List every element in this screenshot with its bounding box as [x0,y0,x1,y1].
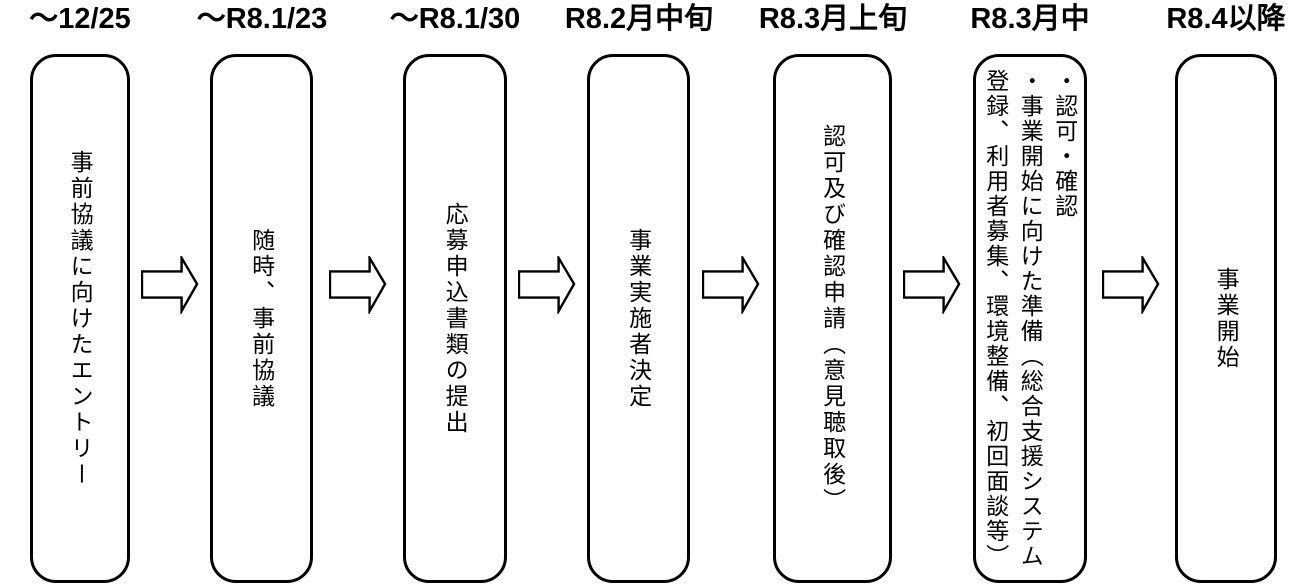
arrow-right-icon [903,256,961,314]
step-1-date-label: ～12/25 [29,3,131,35]
step-1-box-entry: 事前協議に向けたエントリー [30,54,130,583]
step-6-text: ・認可・確認 ・事業開始に向けた準備（総合支援システム登録、利用者募集、環境整備… [982,69,1078,569]
arrow-right-icon [329,256,387,314]
step-3-date-label: ～R8.1/30 [389,3,521,35]
step-5-box-approval-application: 認可及び確認申請（意見聴取後） [773,54,892,583]
step-2-box-preliminary-consultation: 随時、事前協議 [210,54,313,583]
step-4-box-operator-decision: 事業実施者決定 [587,54,690,583]
step-7-text: 事業開始 [1213,266,1240,371]
step-4-date-label: R8.2月中旬 [564,3,714,35]
step-4-text: 事業実施者決定 [625,227,652,410]
step-7-box-business-start: 事業開始 [1175,54,1277,583]
step-5-text: 認可及び確認申請（意見聴取後） [819,123,846,514]
step-3-box-application-documents: 応募申込書類の提出 [403,54,507,583]
step-7-date-label: R8.4以降 [1166,3,1286,35]
arrow-right-icon [1102,256,1160,314]
step-3-text: 応募申込書類の提出 [442,201,469,436]
step-5-date-label: R8.3月上旬 [758,3,908,35]
step-2-text: 随時、事前協議 [248,227,275,410]
step-6-date-label: R8.3月中 [970,3,1090,35]
arrow-right-icon [702,256,760,314]
step-6-box-preparation: ・認可・確認 ・事業開始に向けた準備（総合支援システム登録、利用者募集、環境整備… [973,54,1087,583]
arrow-right-icon [141,256,199,314]
arrow-right-icon [518,256,576,314]
step-2-date-label: ～R8.1/23 [196,3,328,35]
step-1-text: 事前協議に向けたエントリー [67,149,94,488]
